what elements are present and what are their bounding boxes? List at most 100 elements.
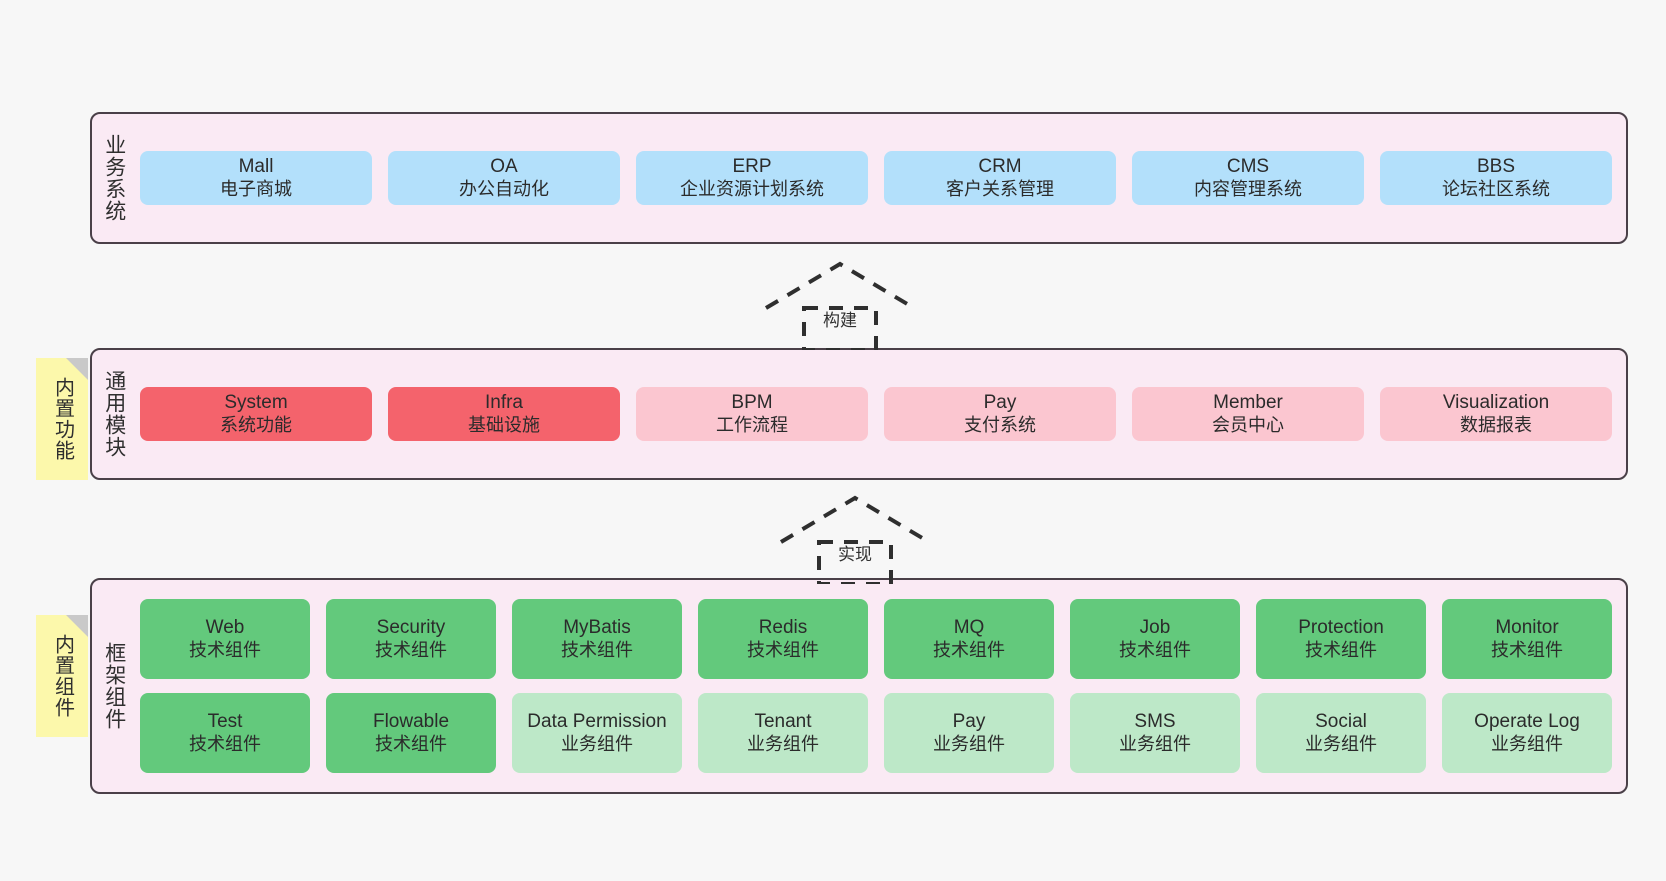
module-title-cn: 技术组件: [375, 639, 447, 660]
module-title-cn: 技术组件: [1491, 639, 1563, 660]
module-title-cn: 系统功能: [220, 414, 292, 435]
module-title-en: Pay: [983, 392, 1017, 414]
module-title-en: Member: [1213, 392, 1283, 414]
module-card[interactable]: Pay 业务组件: [884, 693, 1054, 773]
module-title-cn: 业务组件: [933, 733, 1005, 754]
module-card[interactable]: ERP 企业资源计划系统: [636, 151, 868, 205]
module-title-en: Pay: [952, 711, 986, 733]
module-title-cn: 电子商城: [220, 178, 292, 199]
module-title-en: Visualization: [1442, 392, 1550, 414]
module-title-en: Monitor: [1495, 617, 1559, 639]
module-title-cn: 支付系统: [964, 414, 1036, 435]
module-card[interactable]: Visualization 数据报表: [1380, 387, 1612, 441]
layer-body-framework-components: Web 技术组件 Security 技术组件 MyBatis 技术组件 Redi…: [136, 580, 1626, 792]
module-title-cn: 内容管理系统: [1194, 178, 1302, 199]
module-card[interactable]: MyBatis 技术组件: [512, 599, 682, 679]
layer-body-common-modules: System 系统功能 Infra 基础设施 BPM 工作流程 Pay 支付系统…: [136, 350, 1626, 478]
folded-corner-icon: [66, 358, 88, 380]
module-title-en: Data Permission: [527, 711, 667, 733]
module-title-en: Social: [1315, 711, 1367, 733]
layer-label-business-systems: 业务系统: [102, 134, 126, 222]
layer-business-systems: 业务系统 Mall 电子商城 OA 办公自动化 ERP 企业资源计划系统 CRM…: [90, 112, 1628, 244]
module-title-cn: 业务组件: [1491, 733, 1563, 754]
module-card[interactable]: Job 技术组件: [1070, 599, 1240, 679]
cell-row: Web 技术组件 Security 技术组件 MyBatis 技术组件 Redi…: [140, 599, 1612, 679]
module-card[interactable]: CRM 客户关系管理: [884, 151, 1116, 205]
sticky-note-label: 内置组件: [51, 634, 74, 718]
module-title-cn: 业务组件: [1119, 733, 1191, 754]
module-card[interactable]: Tenant 业务组件: [698, 693, 868, 773]
module-card[interactable]: Pay 支付系统: [884, 387, 1116, 441]
module-title-en: Mall: [238, 156, 274, 178]
cell-row: System 系统功能 Infra 基础设施 BPM 工作流程 Pay 支付系统…: [140, 387, 1612, 441]
module-card[interactable]: Infra 基础设施: [388, 387, 620, 441]
module-title-cn: 企业资源计划系统: [680, 178, 824, 199]
module-title-en: BPM: [731, 392, 773, 414]
module-card[interactable]: Security 技术组件: [326, 599, 496, 679]
module-title-cn: 技术组件: [747, 639, 819, 660]
module-title-en: SMS: [1134, 711, 1176, 733]
module-title-cn: 技术组件: [189, 639, 261, 660]
module-card[interactable]: System 系统功能: [140, 387, 372, 441]
folded-corner-icon: [66, 615, 88, 637]
module-title-cn: 办公自动化: [459, 178, 549, 199]
module-card[interactable]: OA 办公自动化: [388, 151, 620, 205]
module-title-en: Flowable: [372, 711, 450, 733]
module-title-en: BBS: [1476, 156, 1516, 178]
module-card[interactable]: Social 业务组件: [1256, 693, 1426, 773]
module-title-cn: 基础设施: [468, 414, 540, 435]
module-card[interactable]: Data Permission 业务组件: [512, 693, 682, 773]
module-title-cn: 技术组件: [1305, 639, 1377, 660]
module-card[interactable]: Monitor 技术组件: [1442, 599, 1612, 679]
module-card[interactable]: BBS 论坛社区系统: [1380, 151, 1612, 205]
module-title-cn: 技术组件: [189, 733, 261, 754]
module-title-en: Job: [1139, 617, 1171, 639]
module-title-cn: 技术组件: [561, 639, 633, 660]
module-card[interactable]: Mall 电子商城: [140, 151, 372, 205]
module-title-cn: 论坛社区系统: [1442, 178, 1550, 199]
module-title-cn: 会员中心: [1212, 414, 1284, 435]
module-card[interactable]: CMS 内容管理系统: [1132, 151, 1364, 205]
module-title-en: Infra: [484, 392, 524, 414]
module-title-en: Protection: [1298, 617, 1384, 639]
module-title-en: Operate Log: [1474, 711, 1580, 733]
module-title-en: System: [224, 392, 288, 414]
layer-framework-components: 框架组件 Web 技术组件 Security 技术组件 MyBatis 技术组件…: [90, 578, 1628, 794]
module-card[interactable]: MQ 技术组件: [884, 599, 1054, 679]
module-title-en: MyBatis: [563, 617, 631, 639]
module-title-en: Web: [205, 617, 245, 639]
module-title-cn: 客户关系管理: [946, 178, 1054, 199]
module-title-en: Security: [376, 617, 446, 639]
sticky-note-builtin-components: 内置组件: [36, 615, 88, 737]
module-title-en: Tenant: [754, 711, 812, 733]
dashed-realization-arrow-icon: [779, 495, 931, 584]
realize-arrow: 实现: [775, 492, 935, 584]
module-title-cn: 数据报表: [1460, 414, 1532, 435]
module-title-en: CMS: [1226, 156, 1270, 178]
dashed-realization-arrow-icon: [764, 261, 916, 350]
module-title-cn: 业务组件: [747, 733, 819, 754]
sticky-note-label: 内置功能: [51, 377, 74, 461]
module-card[interactable]: Flowable 技术组件: [326, 693, 496, 773]
module-card[interactable]: SMS 业务组件: [1070, 693, 1240, 773]
module-card[interactable]: Operate Log 业务组件: [1442, 693, 1612, 773]
module-card[interactable]: Member 会员中心: [1132, 387, 1364, 441]
sticky-note-builtin-features: 内置功能: [36, 358, 88, 480]
module-title-cn: 技术组件: [1119, 639, 1191, 660]
layer-common-modules: 通用模块 System 系统功能 Infra 基础设施 BPM 工作流程 Pay…: [90, 348, 1628, 480]
module-title-en: Redis: [758, 617, 808, 639]
module-card[interactable]: Redis 技术组件: [698, 599, 868, 679]
module-title-en: Test: [207, 711, 243, 733]
build-arrow: 构建: [760, 258, 920, 350]
module-title-cn: 业务组件: [561, 733, 633, 754]
layer-label-common-modules: 通用模块: [102, 370, 126, 458]
module-card[interactable]: Web 技术组件: [140, 599, 310, 679]
layer-body-business-systems: Mall 电子商城 OA 办公自动化 ERP 企业资源计划系统 CRM 客户关系…: [136, 114, 1626, 242]
module-title-cn: 技术组件: [933, 639, 1005, 660]
layer-label-framework-components: 框架组件: [102, 642, 126, 730]
module-card[interactable]: BPM 工作流程: [636, 387, 868, 441]
module-card[interactable]: Test 技术组件: [140, 693, 310, 773]
module-title-en: ERP: [732, 156, 772, 178]
module-card[interactable]: Protection 技术组件: [1256, 599, 1426, 679]
